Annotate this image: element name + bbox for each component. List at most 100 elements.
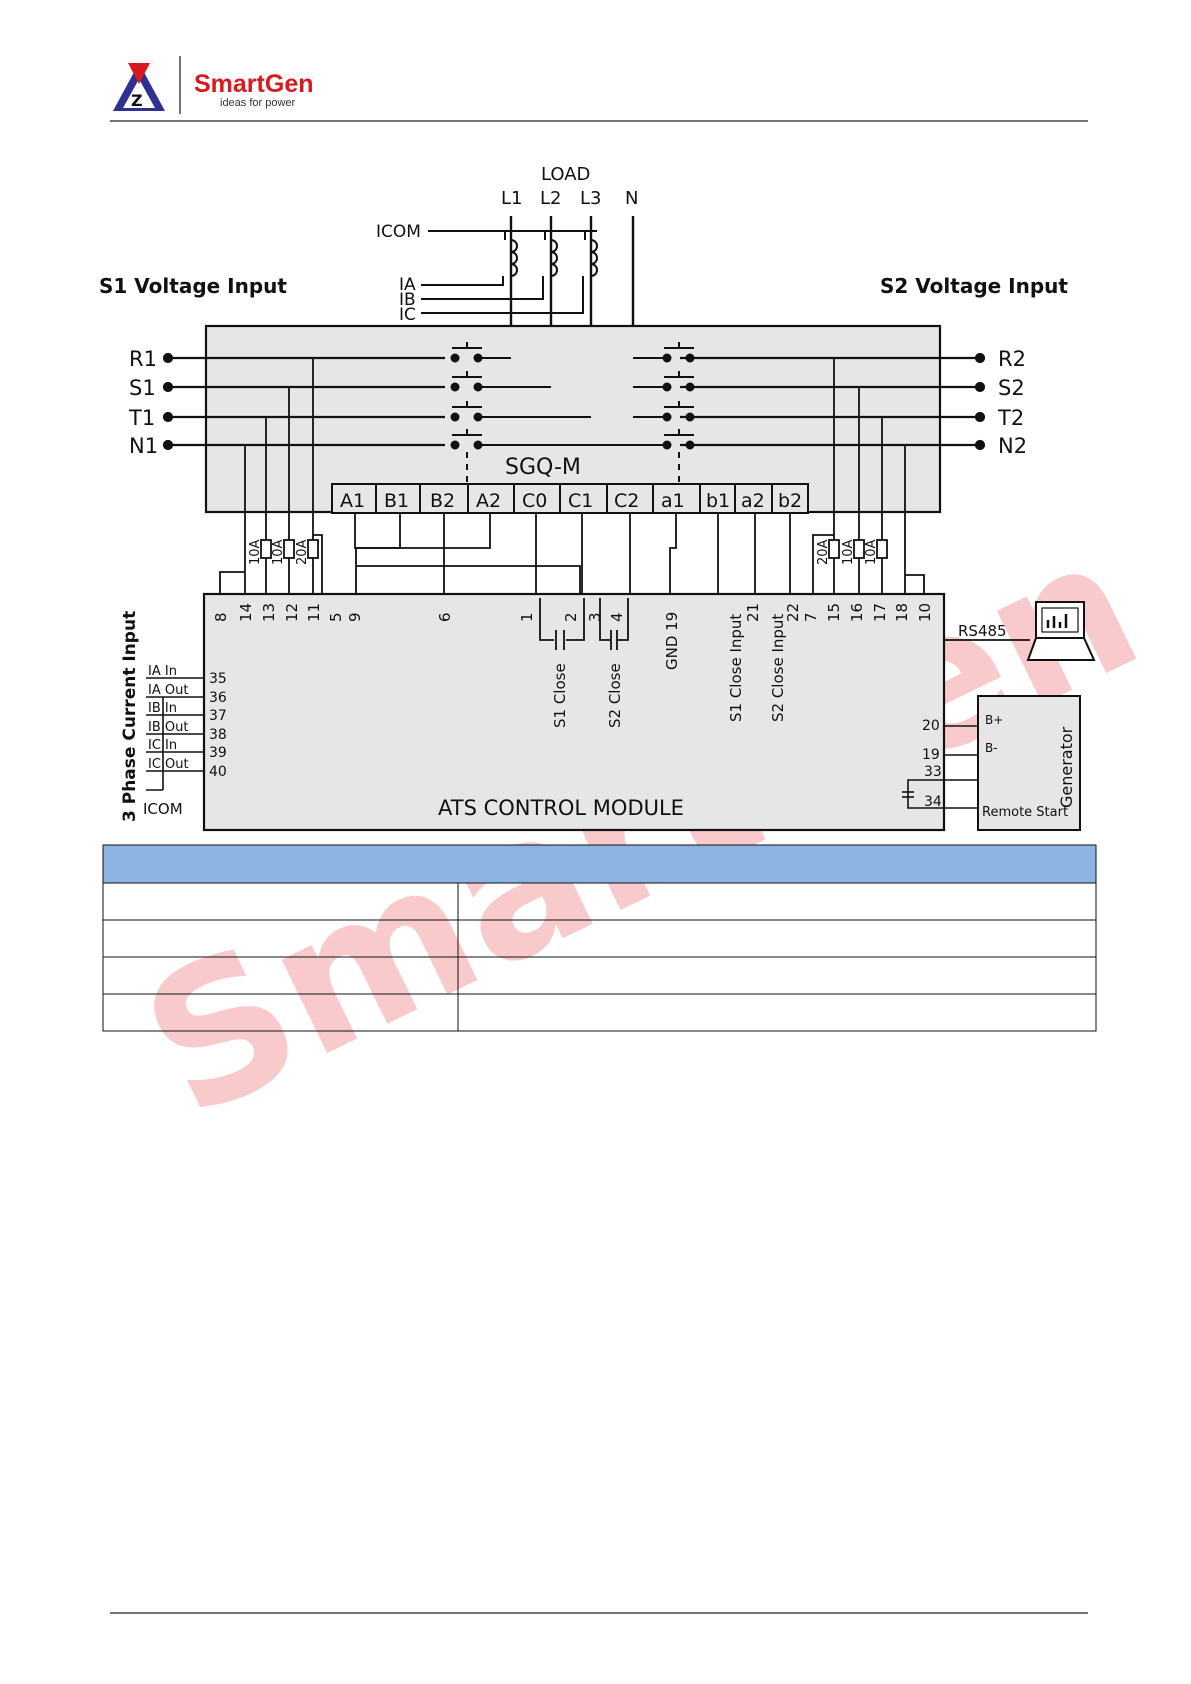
fuse-left-1: 10A [248,539,263,565]
module-terminal-13: 13 [260,603,278,622]
switch-terminal-c2: C2 [614,490,639,512]
terminal-34: 34 [924,794,942,810]
s2-close-label: S2 Close [606,663,624,728]
s2-phase-t2: T2 [997,406,1024,430]
generator-box [977,695,1081,831]
terminal-37: 37 [209,708,227,724]
ats-control-module [202,592,946,832]
s1-voltage-wiring [219,358,323,598]
module-terminal-6: 6 [436,612,454,622]
switch-terminal-c0: C0 [522,490,547,512]
module-terminal-17: 17 [871,603,889,622]
gnd-label: GND 19 [663,612,681,670]
wiring-diagram: LOAD L1 L2 L3 N ICOM IA IB IC S1 Voltage [99,164,1096,832]
s2-close-input-label: S2 Close Input [769,614,787,722]
module-terminal-8: 8 [212,612,230,622]
switch-terminal-c1: C1 [568,490,593,512]
switch-control-wiring [354,513,791,598]
module-terminal-14: 14 [237,603,255,622]
s2-voltage-wiring [812,358,925,598]
switch-terminal-b2-aux: b2 [778,490,802,512]
module-terminal-1: 1 [518,612,536,622]
s2-phase-n2: N2 [998,434,1027,458]
s1-phase-s1: S1 [129,376,156,400]
s2-voltage-title: S2 Voltage Input [880,274,1068,298]
current-input-ia-out: IA Out [148,683,188,698]
ct-label-ib: IB [399,290,416,310]
fuse-left-3: 20A [295,539,310,565]
terminal-35: 35 [209,671,227,687]
switch-name: SGQ-M [505,455,581,480]
current-transformer-coils [510,239,598,277]
table-header [102,844,1097,884]
terminal-38: 38 [209,727,227,743]
load-line-label-l3: L3 [580,188,601,209]
s1-close-label: S1 Close [551,663,569,728]
brand-name: SmartGen [194,70,314,98]
module-terminal-4: 4 [608,612,626,622]
current-input-ic-out: IC Out [148,757,189,772]
current-input-ib-in: IB In [148,701,177,716]
ct-label-ic: IC [399,305,416,325]
switch-terminal-b2: B2 [430,490,455,512]
s2-close-input-num: 22 [784,603,802,622]
module-terminal-5: 5 [327,612,345,622]
s1-close-input-num: 21 [744,603,762,622]
brand-tagline: ideas for power [220,97,296,109]
s1-close-input-label: S1 Close Input [727,614,745,722]
fuse-right-1: 20A [816,539,831,565]
current-input-ia-in: IA In [148,664,177,679]
switch-terminal-strip [331,483,809,514]
s1-phase-t1: T1 [128,406,155,430]
company-logo-icon: Z [113,63,165,111]
current-input-title: 3 Phase Current Input [120,611,140,822]
terminal-20: 20 [922,718,940,734]
fuse-right-2: 10A [841,539,856,565]
fuse-right-3: 10A [864,539,879,565]
s2-phase-s2: S2 [998,376,1025,400]
terminal-33: 33 [924,764,942,780]
s2-phase-lines [680,352,986,451]
laptop-icon [1026,601,1096,661]
s1-voltage-title: S1 Voltage Input [99,274,287,298]
generator-wiring [902,725,978,809]
current-input-ib-out: IB Out [148,720,188,735]
generator-title: Generator [1057,726,1076,808]
module-terminal-15: 15 [825,603,843,622]
terminal-40: 40 [209,764,227,780]
load-line-label-l2: L2 [540,188,561,209]
close-relay-contacts [539,598,629,650]
module-terminal-9: 9 [346,612,364,622]
svg-text:Z: Z [131,91,143,110]
module-terminal-16: 16 [848,603,866,622]
s1-phase-n1: N1 [129,434,158,458]
s2-contacts [662,342,695,490]
rs485-label: RS485 [958,622,1007,640]
fuse-left-2: 10A [271,539,286,565]
icom-top-label: ICOM [376,222,421,242]
switch-terminal-b1: B1 [384,490,409,512]
table-body [102,882,1097,1032]
s1-phase-r1: R1 [129,347,157,371]
module-terminal-7: 7 [802,612,820,622]
ct-label-ia: IA [399,275,416,295]
table-row [102,993,1097,1032]
module-terminal-18: 18 [893,603,911,622]
module-terminal-11: 11 [305,603,323,622]
module-name: ATS CONTROL MODULE [438,796,684,820]
load-title: LOAD [541,164,590,185]
switch-terminal-a2-aux: a2 [741,490,765,512]
load-line-label-n: N [625,188,638,209]
module-terminal-10: 10 [916,603,934,622]
module-terminal-2: 2 [562,612,580,622]
generator-pin-bplus: B+ [985,713,1003,727]
current-input-ic-in: IC In [148,738,177,753]
switch-terminal-a2: A2 [476,490,501,512]
module-terminal-12: 12 [283,603,301,622]
remote-start-label: Remote Start [982,805,1068,820]
terminal-39: 39 [209,745,227,761]
module-terminal-3: 3 [586,612,604,622]
icom-bottom-label: ICOM [143,800,183,818]
terminal-36: 36 [209,690,227,706]
